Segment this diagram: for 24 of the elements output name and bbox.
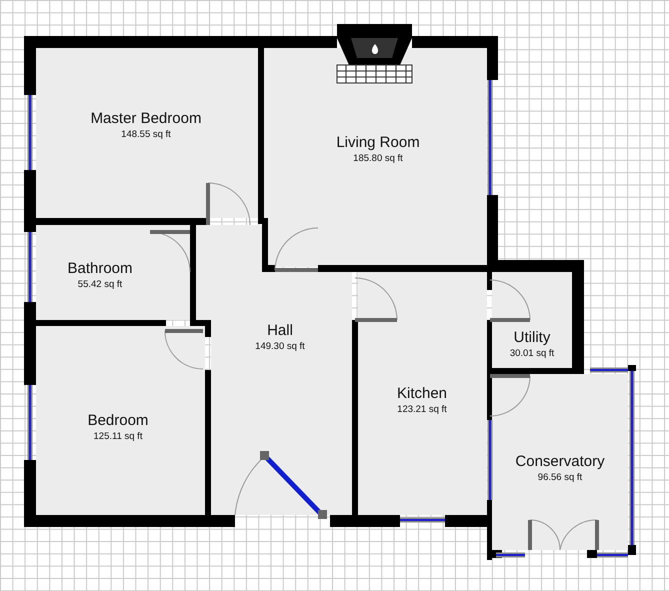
room-area: 149.30 sq ft [255, 340, 305, 353]
room-floor [36, 326, 205, 515]
room-area: 30.01 sq ft [510, 347, 554, 360]
room-floor [211, 270, 352, 515]
room-floor [36, 48, 258, 218]
room-floor [358, 272, 487, 515]
room-name: Living Room [336, 134, 420, 152]
room-name: Kitchen [396, 385, 448, 403]
room-area: 185.80 sq ft [353, 152, 403, 165]
room-name: Bedroom [88, 412, 148, 430]
room-name: Conservatory [515, 453, 605, 471]
room-name: Master Bedroom [90, 110, 202, 128]
room-area: 125.11 sq ft [94, 430, 142, 443]
room-floor [36, 225, 190, 320]
room-area: 96.56 sq ft [538, 471, 582, 484]
room-floor [264, 48, 487, 267]
room-name: Utility [514, 329, 550, 347]
room-area: 148.55 sq ft [121, 128, 171, 141]
room-name: Bathroom [67, 260, 133, 278]
room-floor [492, 272, 572, 368]
room-area: 55.42 sq ft [78, 278, 122, 291]
room-name: Hall [267, 322, 293, 340]
room-floor [492, 374, 628, 550]
room-area: 123.21 sq ft [397, 403, 447, 416]
